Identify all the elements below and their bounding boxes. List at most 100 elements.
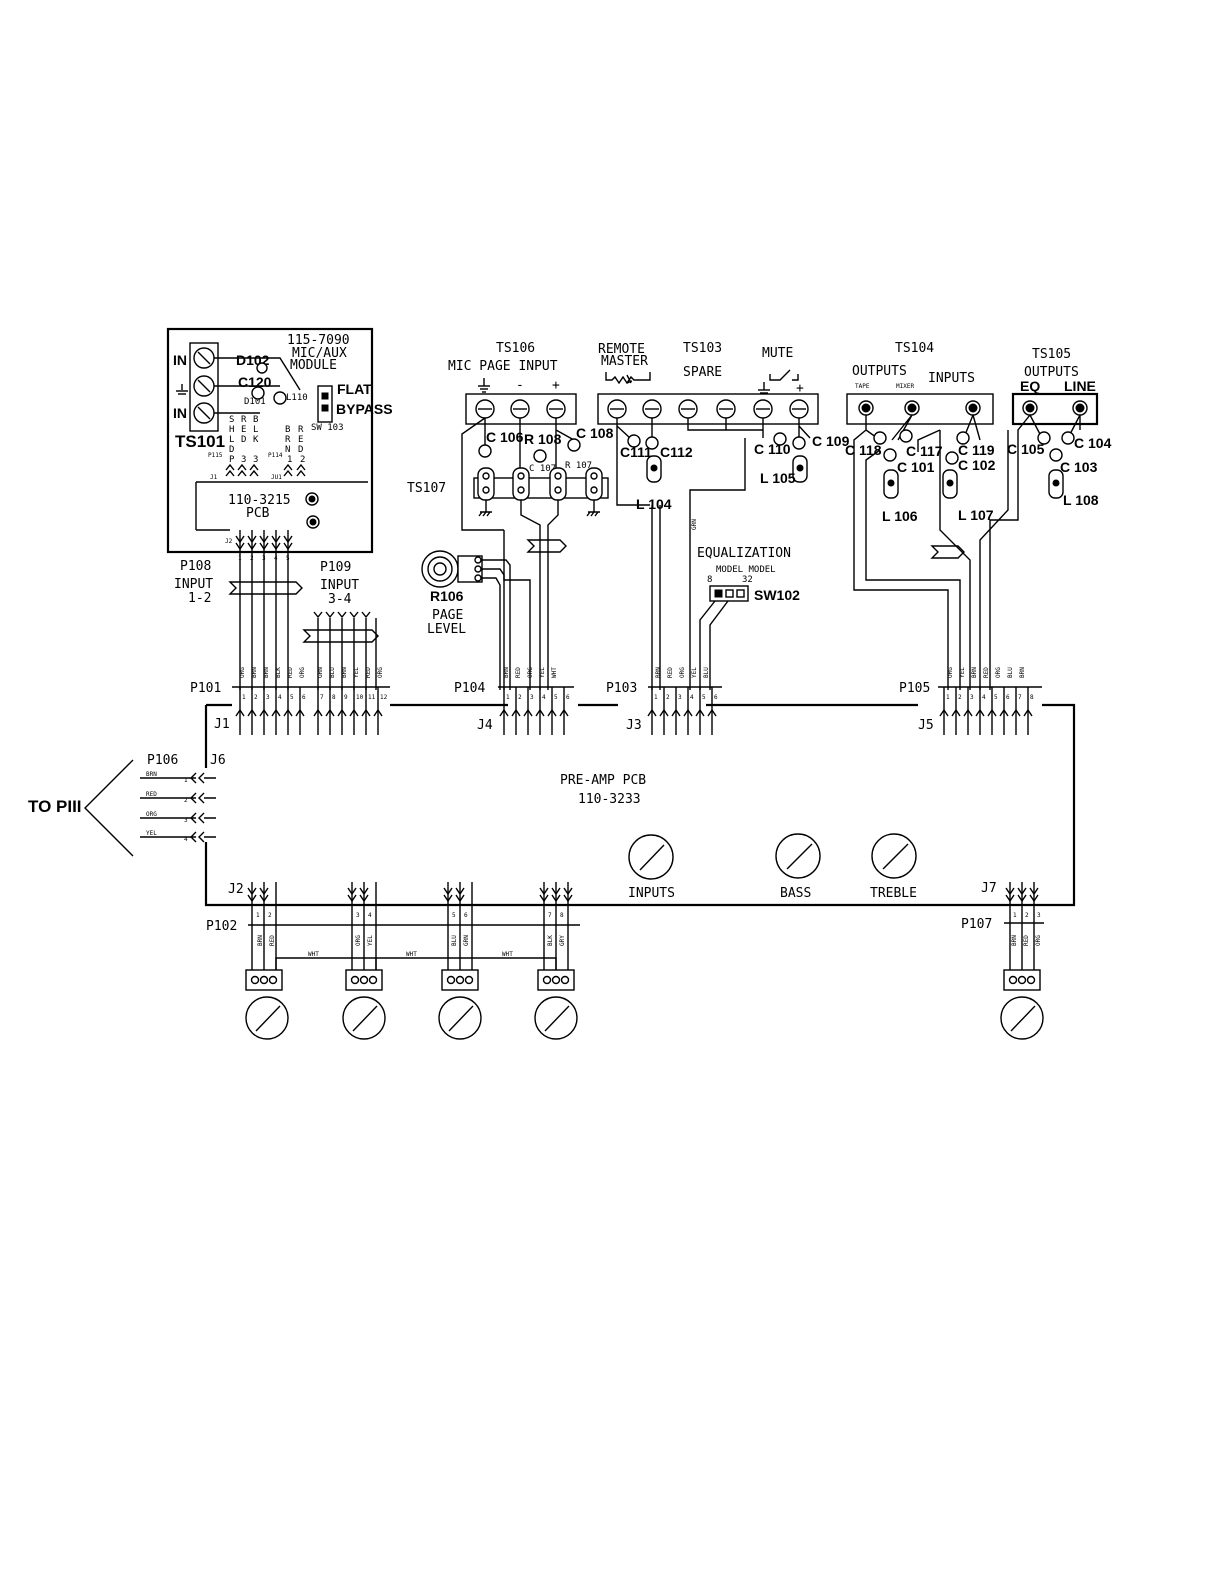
p102-wire-6: GRN bbox=[463, 935, 470, 946]
r108-label: R 108 bbox=[524, 431, 562, 447]
p105-pin-2: 2 bbox=[958, 694, 962, 701]
p106-pin-2: 2 bbox=[184, 797, 188, 804]
p109-wire-1: GRN bbox=[317, 667, 324, 678]
sw103-label: SW 103 bbox=[311, 423, 344, 433]
input-pot-2-icon bbox=[342, 969, 386, 1040]
p106-wire-yel: YEL bbox=[146, 830, 157, 837]
ts106-plus: + bbox=[552, 378, 560, 393]
c119-icon bbox=[956, 431, 970, 445]
p104-pin-2: 2 bbox=[518, 694, 522, 701]
p101-wire-3: BRN bbox=[263, 667, 270, 678]
ts103-screws bbox=[607, 399, 809, 419]
input-pot-1-icon bbox=[245, 969, 289, 1040]
master-pot-icon bbox=[1000, 969, 1044, 1040]
remote-label-2: MASTER bbox=[601, 354, 648, 369]
sw103-knob-2 bbox=[321, 404, 329, 412]
input-pot-3-icon bbox=[438, 969, 482, 1040]
c102-icon bbox=[945, 451, 959, 465]
p105-connector: 1 2 3 4 5 6 7 8 bbox=[938, 686, 1042, 735]
p101-pin-11: 11 bbox=[368, 694, 376, 701]
p115-pin-2: 3 bbox=[241, 455, 246, 465]
p106-pin-1: 1 bbox=[184, 777, 188, 784]
p104-wire-1: BRN bbox=[503, 667, 510, 678]
knob-bass-label: BASS bbox=[780, 886, 811, 901]
p104-pin-4: 4 bbox=[542, 694, 546, 701]
p101-pin-8: 8 bbox=[332, 694, 336, 701]
preamp-bass-knob bbox=[775, 833, 821, 879]
p102-jumper-2: WHT bbox=[406, 951, 417, 958]
l110-icon bbox=[273, 391, 287, 405]
col-red-2: E bbox=[241, 425, 246, 435]
ts104-inputs: INPUTS bbox=[928, 371, 975, 386]
p102-pin-8: 8 bbox=[560, 912, 564, 919]
p109-ribbon bbox=[302, 611, 379, 690]
p101-pin-6: 6 bbox=[302, 694, 306, 701]
p105-pin-7: 7 bbox=[1018, 694, 1022, 701]
p107-pin-3: 3 bbox=[1037, 912, 1041, 919]
p101-wire-1: ORG bbox=[239, 667, 246, 678]
col-shld-4: D bbox=[229, 445, 234, 455]
p105-pin-3: 3 bbox=[970, 694, 974, 701]
p105-wire-3: BRN bbox=[971, 667, 978, 678]
p103-wire-4: YEL bbox=[691, 667, 698, 678]
p102-wire-labels: BRN RED ORG YEL BLU GRN BLK GRY bbox=[257, 935, 566, 946]
p103-wire-labels: BRN RED ORG YEL BLU bbox=[655, 667, 710, 678]
p106-pin-4: 4 bbox=[184, 836, 188, 843]
p103-pin-4: 4 bbox=[690, 694, 694, 701]
p104-pin-5: 5 bbox=[554, 694, 558, 701]
module-connector-chevrons bbox=[225, 463, 306, 477]
r108-icon bbox=[533, 449, 547, 463]
p103-label: P103 bbox=[606, 681, 637, 696]
to-piii-label: TO PIII bbox=[28, 797, 82, 816]
p106-wire-brn: BRN bbox=[146, 771, 157, 778]
c108-icon bbox=[567, 438, 581, 452]
equalization-models: MODEL MODEL bbox=[716, 565, 776, 575]
l108-icon bbox=[1048, 469, 1064, 499]
ts105-eq: EQ bbox=[1020, 378, 1040, 394]
ts101-strip bbox=[189, 342, 219, 432]
p109-wire-4: YEL bbox=[353, 667, 360, 678]
r107-label: R 107 bbox=[565, 461, 592, 471]
p107-wire-labels: BRN RED ORG bbox=[1011, 935, 1042, 946]
p101-wire-labels: ORG BRN BRN BLK RED ORG GRN BLU BRN YEL … bbox=[239, 667, 384, 678]
equalization-wire-label: GRN bbox=[691, 519, 698, 530]
p105-pin-4: 4 bbox=[982, 694, 986, 701]
j4-label: J4 bbox=[477, 718, 493, 733]
j6-label: J6 bbox=[210, 753, 226, 768]
ts105-line: LINE bbox=[1064, 378, 1096, 394]
c119-label: C 119 bbox=[958, 442, 995, 458]
c103-icon bbox=[1049, 448, 1063, 462]
sw102-label: SW102 bbox=[754, 587, 800, 603]
ts104-jacks bbox=[858, 400, 981, 416]
p102-pin-1: 1 bbox=[256, 912, 260, 919]
ts106-minus: - bbox=[516, 378, 524, 393]
d102-icon bbox=[256, 362, 268, 374]
p107-connector: 1 2 3 bbox=[1004, 882, 1044, 970]
ts107-ground-icons bbox=[478, 500, 600, 517]
j7-label: J7 bbox=[981, 881, 997, 896]
p106-wires bbox=[140, 772, 216, 843]
p101-pin-numbers: 1 2 3 4 5 6 7 8 9 10 11 12 bbox=[242, 694, 388, 701]
p114-pin-2: 2 bbox=[300, 455, 305, 465]
l105-label: L 105 bbox=[760, 470, 796, 486]
r106-sub2: LEVEL bbox=[427, 622, 466, 637]
module-pcb-label: PCB bbox=[246, 506, 270, 521]
ts106-title: TS106 bbox=[496, 341, 535, 356]
p102-connector: 1 2 3 4 5 6 7 8 bbox=[247, 882, 580, 970]
c102-label: C 102 bbox=[958, 457, 996, 473]
p109-label: P109 bbox=[320, 560, 351, 575]
module-mount-icon-1 bbox=[305, 492, 319, 506]
p104-pin-3: 3 bbox=[530, 694, 534, 701]
knob-inputs-label: INPUTS bbox=[628, 886, 675, 901]
p104-wire-5: WHT bbox=[551, 667, 558, 678]
sw102-wiring bbox=[699, 600, 729, 690]
module-part-no: 115-7090 bbox=[287, 333, 350, 348]
l110-label: L110 bbox=[286, 393, 308, 403]
p102-wire-3: ORG bbox=[355, 935, 362, 946]
mute-label: MUTE bbox=[762, 346, 793, 361]
p114-label: P114 bbox=[268, 452, 283, 459]
p102-wire-1: BRN bbox=[257, 935, 264, 946]
p104-wire-2: RED bbox=[515, 667, 522, 678]
ts106-strip bbox=[465, 393, 577, 425]
